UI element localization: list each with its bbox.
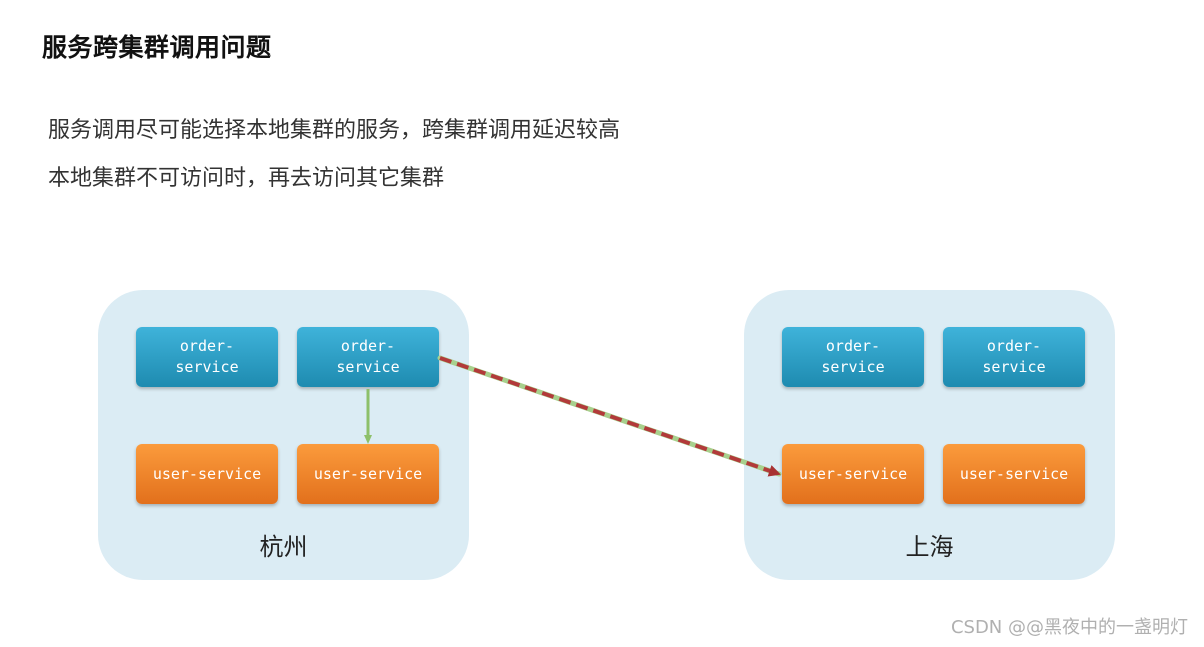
- order-service-box: order- service: [297, 327, 439, 387]
- watermark: CSDN @@黑夜中的一盏明灯: [950, 617, 1188, 638]
- cluster-label-shanghai: 上海: [905, 533, 954, 561]
- cluster-hangzhou: order- service order- service user-servi…: [98, 290, 469, 580]
- description-line-2: 本地集群不可访问时，再去访问其它集群: [48, 166, 445, 191]
- user-service-box: user-service: [297, 444, 439, 504]
- order-service-box: order- service: [782, 327, 924, 387]
- user-service-box: user-service: [136, 444, 278, 504]
- user-service-box: user-service: [943, 444, 1085, 504]
- user-service-box: user-service: [782, 444, 924, 504]
- description-line-1: 服务调用尽可能选择本地集群的服务，跨集群调用延迟较高: [48, 118, 621, 143]
- cross-cluster-call-arrow: [437, 355, 782, 477]
- order-service-box: order- service: [943, 327, 1085, 387]
- cluster-label-hangzhou: 杭州: [259, 533, 308, 561]
- order-service-box: order- service: [136, 327, 278, 387]
- cluster-shanghai: order- service order- service user-servi…: [744, 290, 1115, 580]
- page-title: 服务跨集群调用问题: [42, 33, 272, 62]
